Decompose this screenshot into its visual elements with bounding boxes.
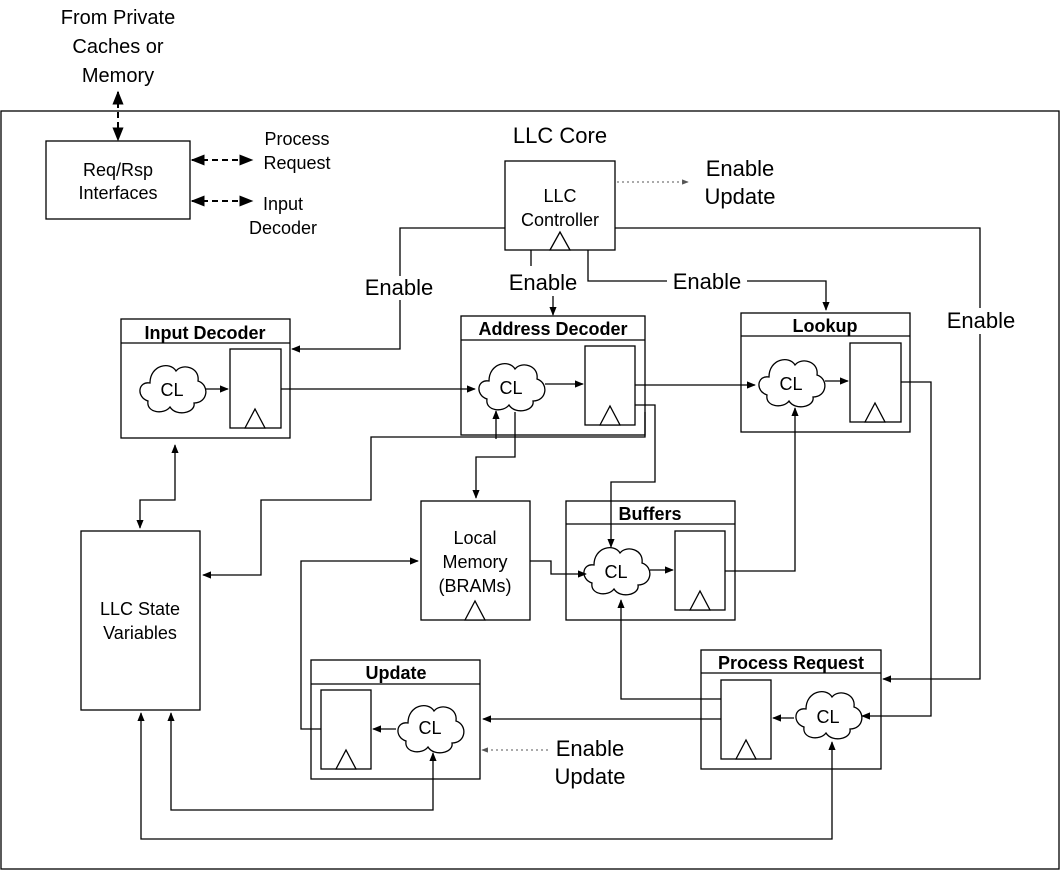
- wire-state-process: [137, 712, 836, 840]
- buffers-cl-label: CL: [604, 562, 627, 582]
- address-decoder-cl-label: CL: [499, 378, 522, 398]
- buffers-clock-icon: [688, 589, 712, 611]
- wire-input-decoder-state: [136, 444, 179, 529]
- wire-memory-to-buffers: [530, 560, 587, 578]
- llc-core-title: LLC Core: [513, 123, 607, 148]
- wire-buffers-to-lookup: [725, 407, 799, 572]
- enable-label-address-decoder: Enable: [509, 270, 578, 295]
- lookup-title: Lookup: [793, 316, 858, 336]
- llc-state-variables-block: [80, 530, 201, 711]
- wire-process-to-buffers: [617, 599, 721, 700]
- wire-address-to-memory: [472, 412, 516, 499]
- enable-update-top-1: Enable: [706, 156, 775, 181]
- process-request-cl-label: CL: [816, 707, 839, 727]
- enable-label-lookup: Enable: [673, 269, 742, 294]
- side-process-label-1: Process: [264, 129, 329, 149]
- enable-update-bottom-1: Enable: [556, 736, 625, 761]
- local-memory-line3: (BRAMs): [439, 576, 512, 596]
- wire-address-to-state: [202, 412, 646, 579]
- req-rsp-interfaces-box: [45, 140, 191, 220]
- local-memory-line2: Memory: [442, 552, 507, 572]
- state-vars-line2: Variables: [103, 623, 177, 643]
- local-memory-line1: Local: [453, 528, 496, 548]
- update-cl-label: CL: [418, 718, 441, 738]
- process-request-title: Process Request: [718, 653, 864, 673]
- enable-update-top-2: Update: [705, 184, 776, 209]
- req-rsp-line2: Interfaces: [78, 183, 157, 203]
- controller-line1: LLC: [543, 186, 576, 206]
- side-input-label-1: Input: [263, 194, 303, 214]
- input-decoder-cl-label: CL: [160, 380, 183, 400]
- side-input-label-2: Decoder: [249, 218, 317, 238]
- req-rsp-line1: Req/Rsp: [83, 160, 153, 180]
- wire-state-update: [167, 712, 437, 811]
- external-source-line3: Memory: [82, 65, 154, 87]
- external-source-line1: From Private: [61, 7, 175, 29]
- address-decoder-clock-icon: [598, 404, 622, 426]
- buffers-title: Buffers: [618, 504, 681, 524]
- input-decoder-title: Input Decoder: [144, 323, 265, 343]
- local-memory-block: [420, 500, 531, 621]
- input-decoder-clock-icon: [243, 407, 267, 429]
- update-title: Update: [365, 663, 426, 683]
- external-source-line2: Caches or: [72, 36, 163, 58]
- controller-line2: Controller: [521, 210, 599, 230]
- lookup-cl-label: CL: [779, 374, 802, 394]
- local-memory-clock-icon: [463, 599, 487, 621]
- wire-lookup-to-process: [861, 381, 932, 720]
- enable-label-input-decoder: Enable: [365, 275, 434, 300]
- wire-address-to-buffers: [607, 404, 656, 548]
- address-decoder-title: Address Decoder: [478, 319, 627, 339]
- enable-label-process-request: Enable: [947, 308, 1016, 333]
- side-process-label-2: Request: [263, 153, 330, 173]
- enable-update-bottom-2: Update: [555, 764, 626, 789]
- controller-clock-icon: [548, 230, 572, 251]
- lookup-clock-icon: [863, 401, 887, 423]
- state-vars-line1: LLC State: [100, 599, 180, 619]
